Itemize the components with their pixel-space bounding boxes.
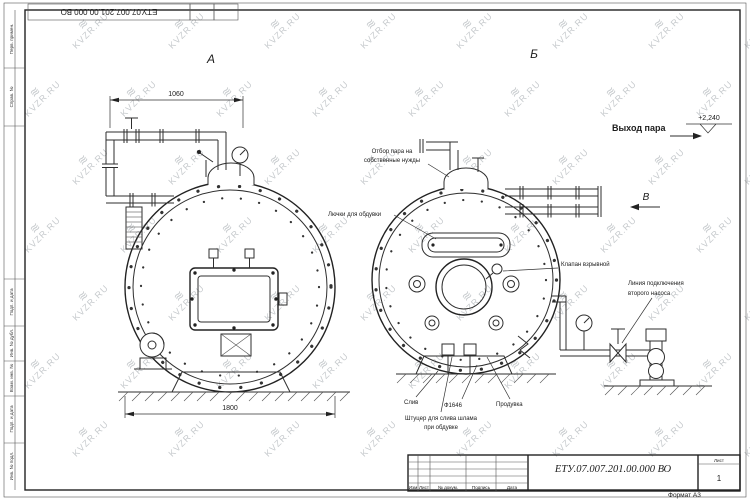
label-explosion-valve: Клапан взрывной [561,261,610,268]
elevation-mark [686,123,732,134]
burner-fan [134,332,172,370]
ground-hatching [118,373,712,402]
label-pump-line: Линия подключения [628,281,684,287]
sheet-frame [3,2,747,498]
steam-dome [443,167,489,189]
label-elevation: +2,240 [698,115,720,122]
margin-label: Справ. № [9,87,14,108]
label-hatches: Лючки для обдувки [328,212,381,218]
furnace-door [189,267,288,331]
annotations: Отбор пара на собственные нужды Лючки дл… [328,115,732,431]
manhole [435,258,493,316]
second-pump [639,328,675,387]
dimensions: 1060 1800 [109,91,336,418]
col-sign: Подпись [472,485,491,490]
steam-dome [207,162,255,185]
boiler-saddle [415,355,513,375]
label-sludge: Штуцер для слива шлама [405,416,478,422]
explosion-valve [491,263,503,275]
view-a-boiler-front: А [102,52,336,393]
label-inner-diameter: Ф1646 [444,403,463,409]
margin-label: Подп. и дата [9,405,14,433]
label-own-needs: собственные нужды [364,158,420,164]
label-drain: Слив [404,400,418,406]
pump-piping [552,295,675,387]
margin-label: Взам. инв. № [9,364,14,393]
break-symbol [517,335,531,359]
margin-label: Инв. № подл. [9,452,14,481]
view-b-boiler-rear: Б [371,47,675,387]
margin-label: Инв. № дубл. [9,329,14,357]
view-b-label: Б [530,47,538,61]
ladder [125,206,143,250]
view-v-arrow [630,203,639,211]
margin-stamps: Перв. примен. Справ. № Подп. и дата Инв.… [9,7,157,480]
label-blowdown: Продувка [496,402,523,408]
valve-symbol [609,342,627,364]
blowoff-hatch [421,232,511,258]
ash-door [220,333,252,357]
view-v-label: В [643,192,650,203]
dim-1060-label: 1060 [168,91,184,98]
format-label: Формат А3 [668,492,701,499]
label-sludge: при обдувке [424,425,458,431]
sheet-number: 1 [717,474,722,483]
valve-manifold [505,186,602,218]
top-inverted-designation: ЕТУ.07.007.201.00.000 ВО [61,7,158,16]
col-doc: № докум. [438,485,458,490]
steam-out-arrow [693,132,702,140]
col-list: Лист [419,485,430,490]
col-izm: Изм [409,485,418,490]
dim-1800-label: 1800 [222,405,238,412]
margin-label: Перв. примен. [9,24,14,55]
title-block: ЕТУ.07.007.201.00.000 ВО Изм Лист № доку… [407,454,741,499]
view-a-label: А [206,52,215,66]
title-designation: ЕТУ.07.007.201.00.000 ВО [554,464,672,475]
label-pump-line: второго насоса [628,291,671,297]
col-date: Дата [507,485,518,490]
label-own-needs: Отбор пара на [372,149,413,155]
margin-label: Подп. и дата [9,288,14,316]
label-steam-out: Выход пара [612,123,666,133]
sheet-label: Лист [714,458,725,463]
